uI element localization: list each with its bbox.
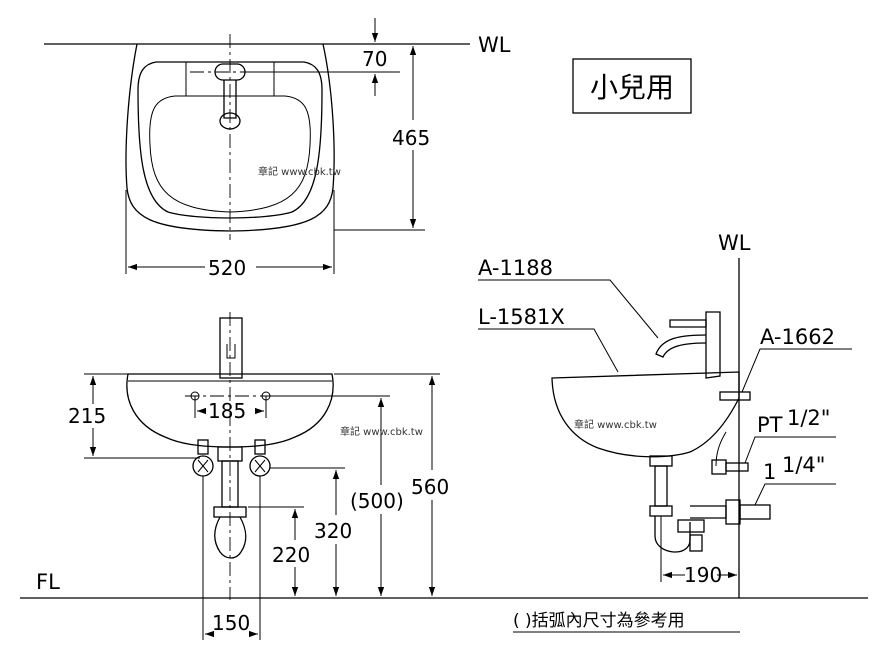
dim-70: 70 <box>362 47 387 71</box>
wl-label-side: WL <box>718 231 751 255</box>
side-hanger-bracket <box>719 391 751 401</box>
plan-view: WL 70 465 520 章記 www.cbk.tw <box>44 18 511 280</box>
watermark-plan: 章記 www.cbk.tw <box>258 165 341 178</box>
front-faucet-mark <box>226 344 236 359</box>
child-use-badge: 小兒用 <box>572 58 692 114</box>
side-trap-nut <box>649 505 673 517</box>
dim-220: 220 <box>272 543 310 567</box>
badge-frame <box>572 58 692 114</box>
side-wall-flange <box>725 499 741 525</box>
dim-215: 215 <box>68 404 106 428</box>
drain-size-whole: 1 <box>763 460 776 484</box>
dim-500: (500) <box>350 489 404 513</box>
side-faucet-body <box>705 311 721 379</box>
dim-320: 320 <box>314 519 352 543</box>
part-a1188: A-1188 <box>478 256 553 280</box>
badge-text: 小兒用 <box>590 71 674 104</box>
front-view: 215 185 560 (500) 320 220 150 章記 ww <box>68 312 449 640</box>
wl-label-top: WL <box>478 33 511 57</box>
dim-465: 465 <box>392 126 430 150</box>
pt-label: PT <box>757 413 783 437</box>
leader-a1188 <box>478 279 659 339</box>
part-a1662: A-1662 <box>760 325 835 349</box>
plan-basin-rim <box>137 61 323 219</box>
fl-label: FL <box>36 570 60 594</box>
side-trap-union <box>677 519 705 533</box>
plan-basin-outline <box>125 43 335 232</box>
leader-a1662 <box>741 348 852 393</box>
side-angle-valve <box>711 459 727 475</box>
side-faucet-spout <box>655 334 707 358</box>
side-basin <box>551 371 740 458</box>
side-faucet-lever <box>669 319 707 328</box>
front-trap-bowl <box>214 516 247 559</box>
dim-520: 520 <box>208 256 246 280</box>
side-trap-bend <box>654 516 691 553</box>
side-trap-cap <box>689 534 703 552</box>
side-waste-arm <box>690 505 727 519</box>
part-l1581x: L-1581X <box>478 305 565 329</box>
dim-150: 150 <box>212 611 250 635</box>
drain-size-fraction: 1/4" <box>782 453 825 477</box>
side-drain-pipe <box>654 465 668 507</box>
front-faucet-body <box>219 317 243 379</box>
side-drain-flange <box>649 455 673 467</box>
side-supply-hose <box>715 431 727 467</box>
note-reference: ( )括弧內尺寸為參考用 <box>513 611 685 631</box>
side-supply-stem <box>725 462 749 472</box>
leader-pt <box>744 436 836 464</box>
side-view: WL A-1188 L-1581X A-1662 PT 1/2" 1 <box>478 231 852 598</box>
dim-560: 560 <box>411 475 449 499</box>
watermark-side: 章記 www.cbk.tw <box>574 418 657 431</box>
leader-drain-size <box>754 483 836 506</box>
watermark-front: 章記 www.cbk.tw <box>340 425 423 438</box>
pt-fraction: 1/2" <box>787 406 830 430</box>
side-waste-outlet <box>739 504 771 520</box>
leader-l1581x <box>478 328 619 373</box>
dim-190: 190 <box>684 563 722 587</box>
dim-185: 185 <box>208 399 246 423</box>
front-trap-nut <box>213 506 247 518</box>
